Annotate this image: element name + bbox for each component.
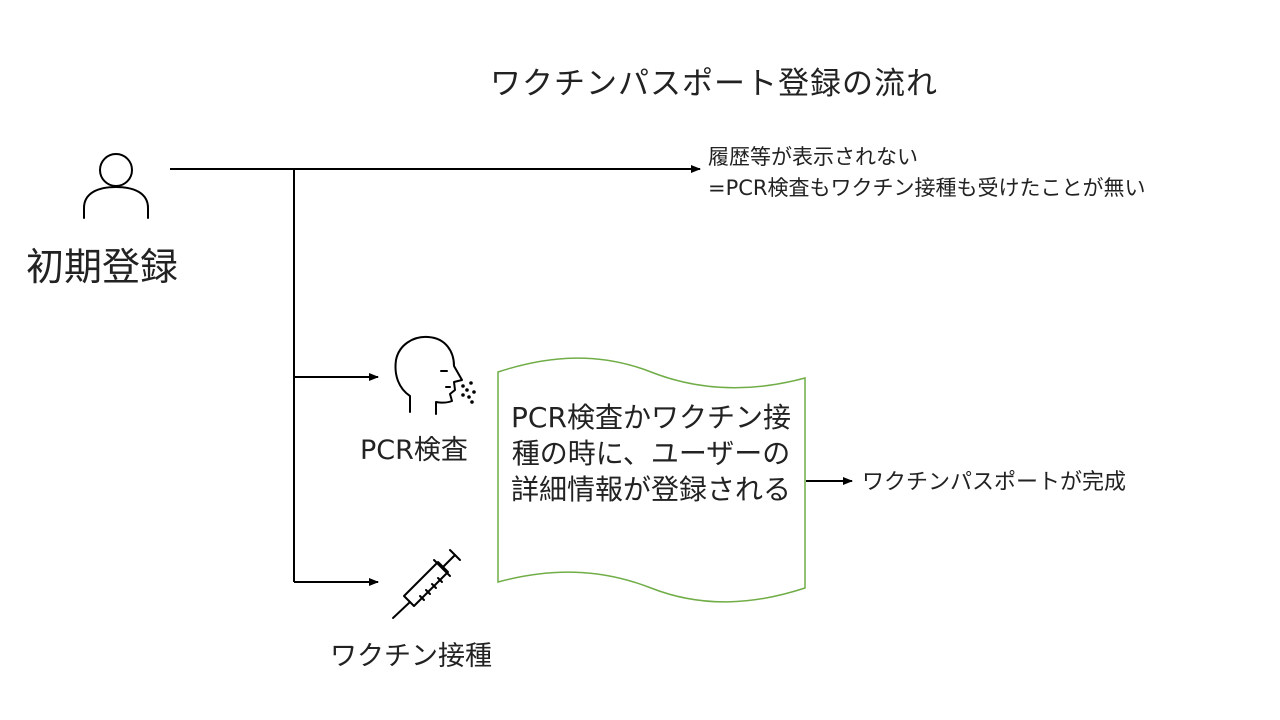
vaccine-passport-complete-label: ワクチンパスポートが完成 — [862, 470, 1127, 495]
no-history-line2: =PCR検査もワクチン接種も受けたことが無い — [708, 176, 1146, 200]
document-shape — [497, 357, 806, 603]
person-icon — [83, 153, 149, 219]
syringe-icon — [392, 549, 461, 619]
no-history-note: 履歴等が表示されない =PCR検査もワクチン接種も受けたことが無い — [708, 142, 1146, 204]
document-text: PCR検査かワクチン接種の時に、ユーザーの詳細情報が登録される — [510, 401, 791, 506]
no-history-line1: 履歴等が表示されない — [708, 145, 918, 169]
initial-registration-label: 初期登録 — [26, 245, 179, 289]
pcr-test-label: PCR検査 — [360, 435, 468, 466]
page-title: ワクチンパスポート登録の流れ — [490, 66, 938, 102]
vaccination-label: ワクチン接種 — [330, 641, 492, 672]
face-spray-icon — [394, 335, 476, 415]
